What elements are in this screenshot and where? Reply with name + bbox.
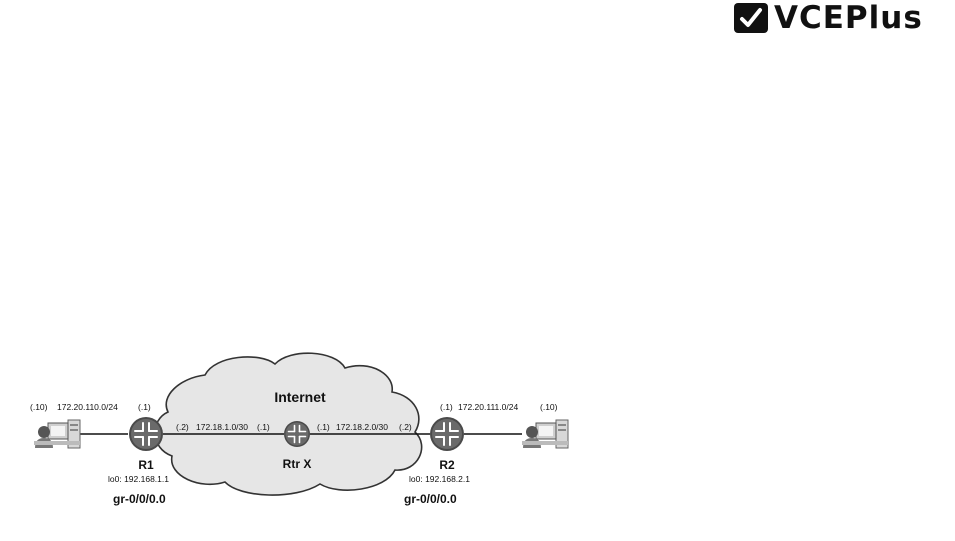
right-lan-subnet: 172.20.111.0/24 <box>458 402 518 412</box>
rtrx-router-icon <box>283 420 311 448</box>
link2-left-addr: (.1) <box>317 422 330 432</box>
r2-name: R2 <box>439 458 455 472</box>
logo-text: VCEPlus <box>774 0 923 36</box>
r1-name: R1 <box>138 458 154 472</box>
link2-subnet: 172.18.2.0/30 <box>336 422 388 432</box>
rtrx-name: Rtr X <box>283 457 312 471</box>
link2-right-addr: (.2) <box>399 422 412 432</box>
left-lan-gateway: (.1) <box>138 402 151 412</box>
cloud-icon <box>154 352 423 496</box>
vceplus-logo: VCEPlus <box>734 0 923 36</box>
r2-router-icon <box>429 416 465 452</box>
r2-loopback: lo0: 192.168.2.1 <box>409 474 470 484</box>
right-lan-gateway: (.1) <box>440 402 453 412</box>
check-icon <box>734 3 768 33</box>
link1-right-addr: (.1) <box>257 422 270 432</box>
right-host-addr: (.10) <box>540 402 558 412</box>
left-lan-subnet: 172.20.110.0/24 <box>57 402 118 412</box>
r1-router-icon <box>128 416 164 452</box>
r1-loopback: lo0: 192.168.1.1 <box>108 474 169 484</box>
link1-left-addr: (.2) <box>176 422 189 432</box>
cloud-label: Internet <box>274 389 326 405</box>
r2-tunnel: gr-0/0/0.0 <box>404 492 457 506</box>
r1-tunnel: gr-0/0/0.0 <box>113 492 166 506</box>
right-workstation-icon <box>521 419 569 449</box>
left-host-addr: (.10) <box>30 402 48 412</box>
left-workstation-icon <box>33 419 81 449</box>
link1-subnet: 172.18.1.0/30 <box>196 422 248 432</box>
